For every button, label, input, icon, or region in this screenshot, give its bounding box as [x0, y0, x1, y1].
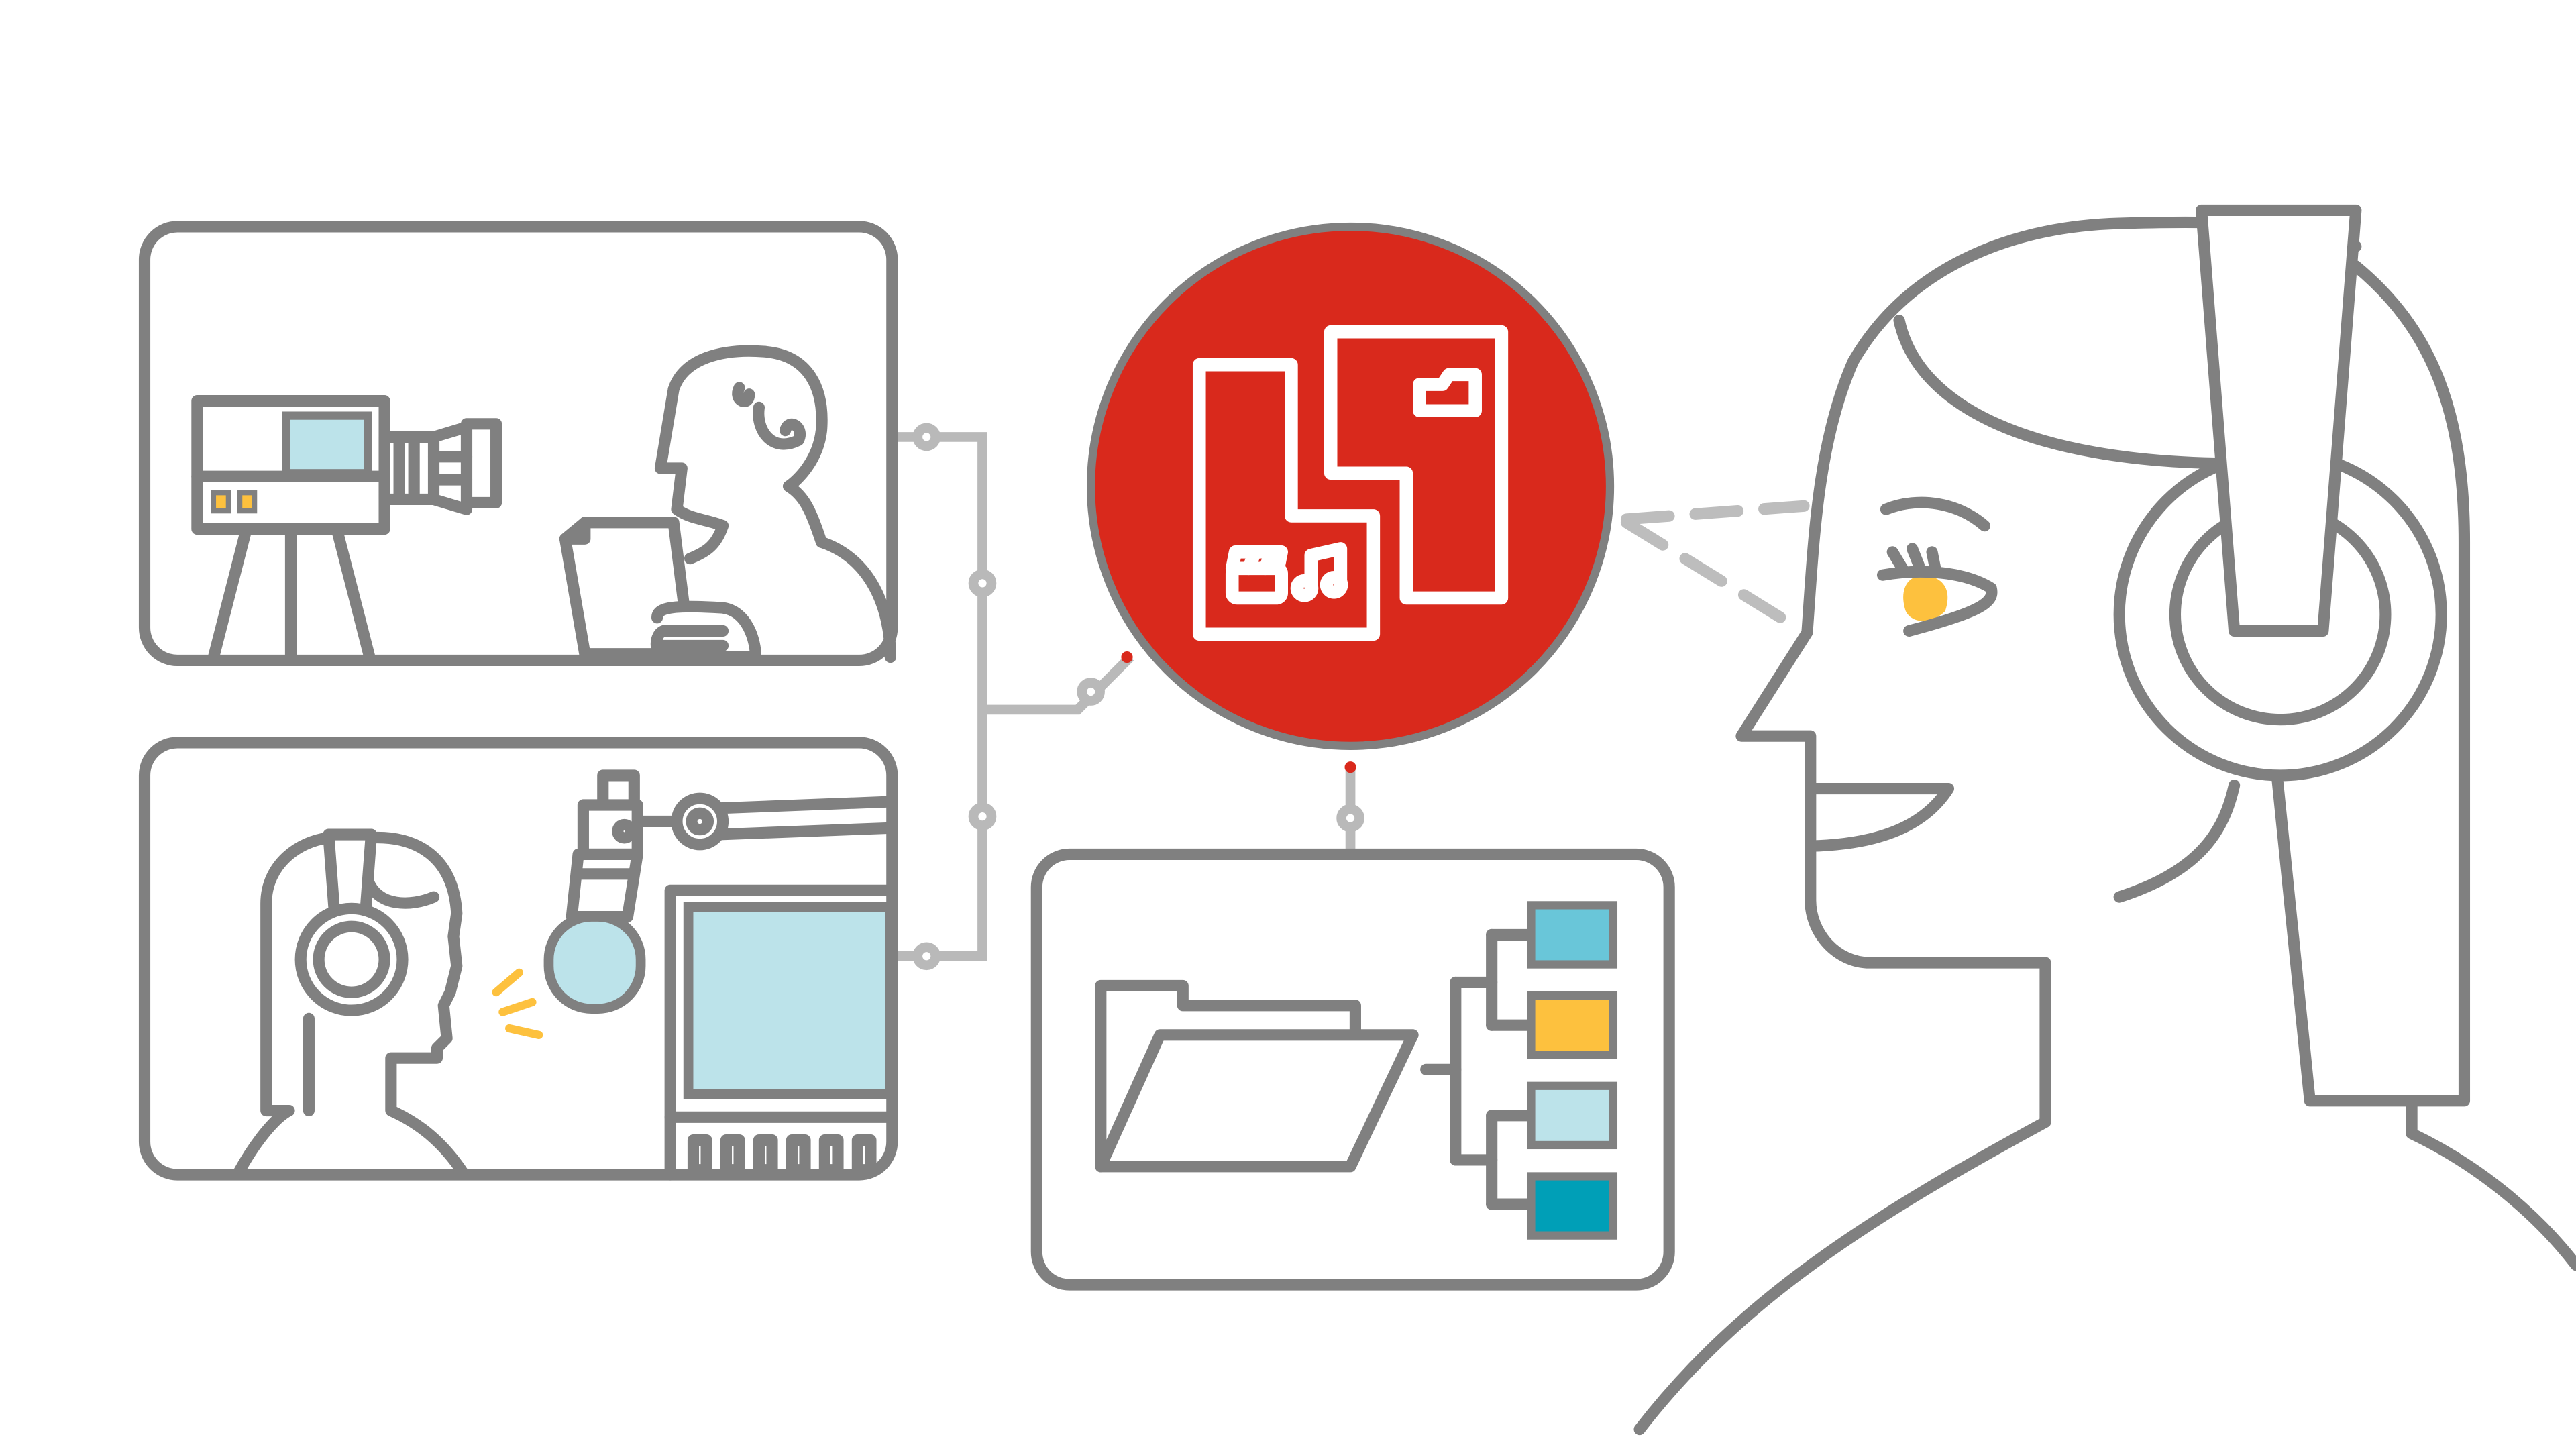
- connector-node: [912, 423, 941, 451]
- video-production-panel: [138, 221, 898, 667]
- eye-icon: [1876, 543, 1998, 637]
- eyebrow: [1880, 496, 1990, 532]
- mouth: [1805, 782, 1955, 852]
- listener: [1633, 204, 2576, 1436]
- folder-icon: [1413, 368, 1482, 418]
- sound-waves-icon: [492, 968, 543, 1039]
- red-dot-icon: [1344, 761, 1356, 773]
- organized-storage-panel: [1030, 848, 1675, 1291]
- connector-node: [912, 942, 941, 971]
- sight-line: [1620, 500, 1810, 624]
- tree-icon: [1420, 928, 1538, 1210]
- person-with-tablet-icon: [559, 345, 896, 663]
- headphones-icon: [2113, 204, 2447, 782]
- microphone-icon: [543, 769, 646, 1014]
- podcast-recording-panel: [138, 737, 898, 1181]
- jaw-line: [2113, 780, 2241, 903]
- listener-hair-line: [1893, 314, 2224, 470]
- connector-node: [968, 569, 997, 598]
- music-note-icon: [1290, 542, 1348, 602]
- listener-head-outline: [1633, 216, 2362, 1436]
- mixer-icon: [687, 1134, 877, 1176]
- tripod-icon: [207, 523, 376, 663]
- video-camera-icon: [191, 394, 502, 535]
- microphone-boom-arm: [631, 792, 896, 851]
- storage-item: [1527, 1081, 1618, 1150]
- storage-items: [1527, 901, 1618, 1240]
- document-icon: [1192, 325, 1509, 641]
- film-clapper-icon: [1225, 545, 1289, 605]
- red-dot-icon: [1121, 651, 1133, 663]
- hub-circle: [1087, 222, 1615, 750]
- media-hub: [1087, 222, 1615, 750]
- connector-lines: [894, 423, 1364, 971]
- connector-node: [968, 802, 997, 830]
- podcaster-icon: [232, 828, 470, 1179]
- connector-node: [1077, 678, 1105, 706]
- open-folder-icon: [1095, 979, 1419, 1173]
- storage-item: [1527, 901, 1618, 969]
- monitor-icon: [664, 884, 896, 1181]
- storage-item: [1527, 991, 1618, 1059]
- connector-node: [1336, 804, 1364, 833]
- storage-item: [1527, 1172, 1618, 1240]
